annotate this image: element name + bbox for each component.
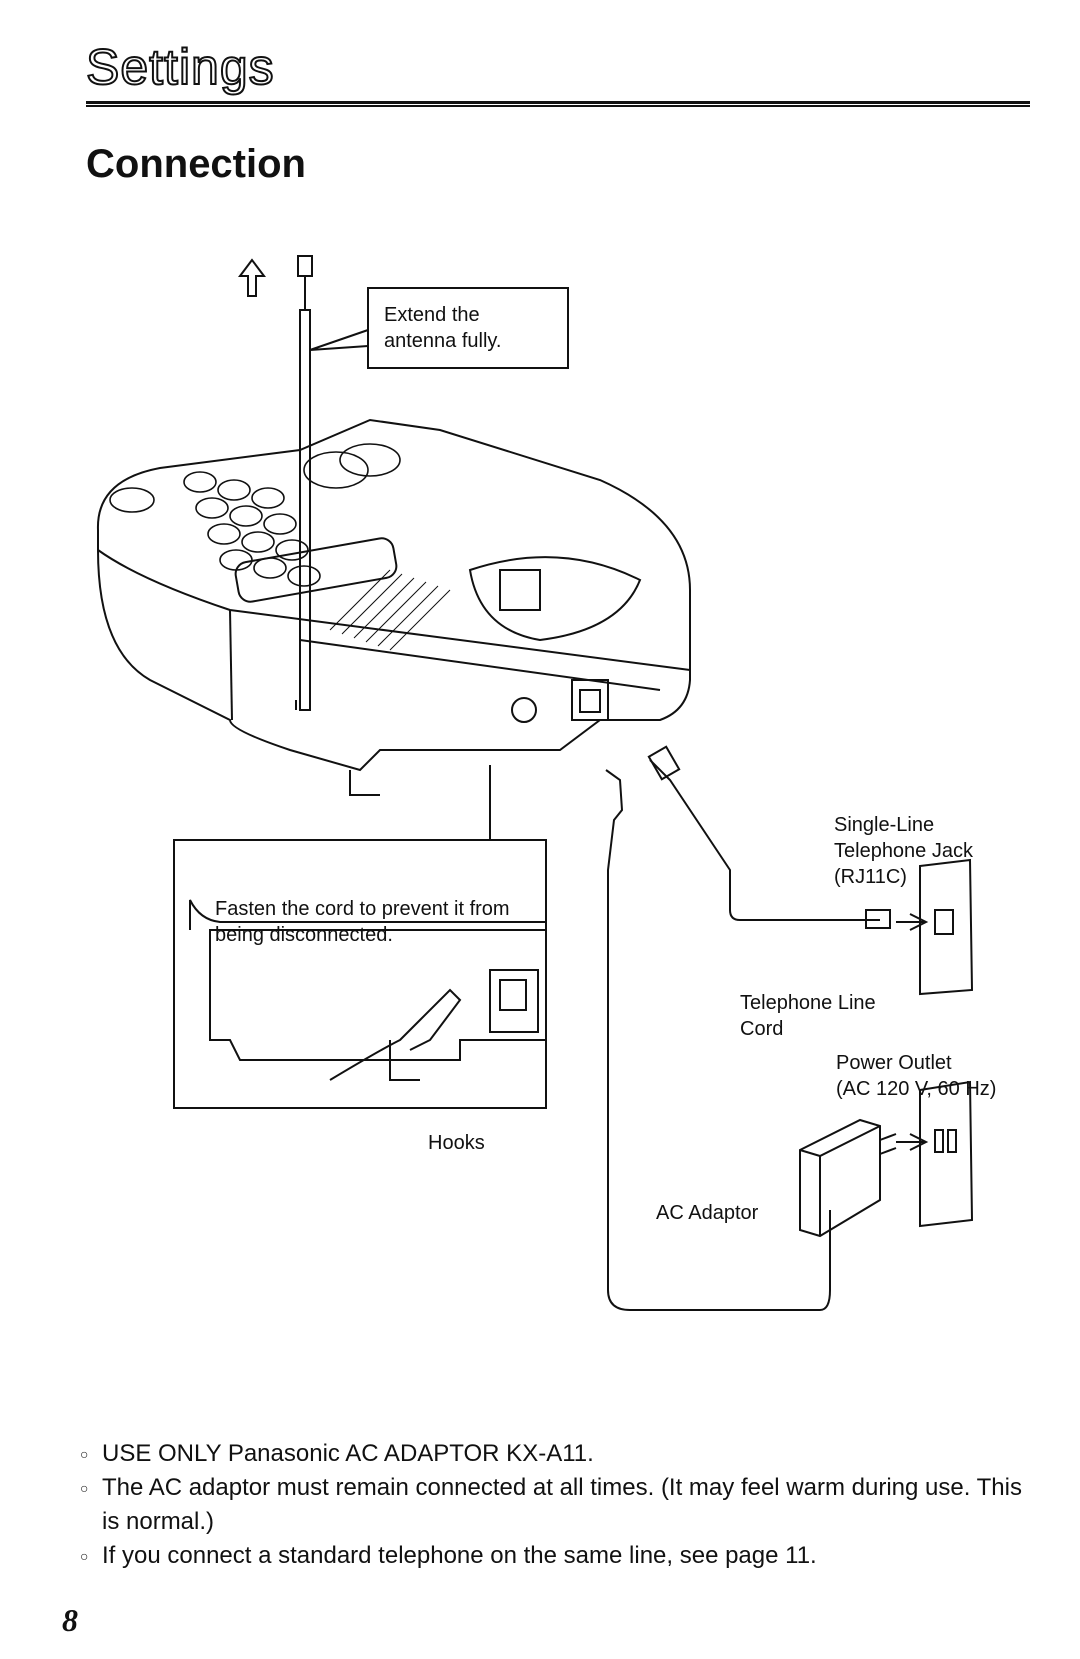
tel-jack-socket [571,679,609,721]
section-title: Settings [85,38,275,96]
jack-label-line1: Single-Line [834,814,935,836]
up-arrow-icon [238,258,266,297]
power-socket [511,697,537,723]
antenna-callout: Extend the antenna fully. [384,304,502,352]
note-item: ○ USE ONLY Panasonic AC ADAPTOR KX-A11. [80,1437,1040,1471]
power-outlet-plate [919,1080,974,1228]
jack-label-line3: (RJ11C) [834,866,907,888]
page-heading: Connection [86,142,306,186]
diagram-artwork [96,255,974,1311]
note-item: ○ If you connect a standard telephone on… [80,1539,1040,1573]
antenna-rod [299,309,311,711]
cord-label-line1: Telephone Line [740,992,876,1014]
title-rule [86,101,1030,107]
adaptor-label: AC Adaptor [656,1202,759,1224]
ac-adaptor [799,1118,881,1238]
cord-label-line2: Cord [740,1018,784,1040]
jack-label-line2: Telephone Jack [834,840,973,862]
note-text: USE ONLY Panasonic AC ADAPTOR KX-A11. [102,1440,594,1467]
display-window [234,537,398,603]
connection-diagram: Extend the antenna fully. Fasten the cor… [0,250,1080,1380]
outlet-label-line2: (AC 120 V, 60 Hz) [836,1078,997,1100]
bullet-icon: ○ [80,1446,89,1462]
antenna-tip [297,255,313,277]
bullet-icon: ○ [80,1548,89,1564]
outlet-label-line1: Power Outlet [836,1052,952,1074]
hooks-label: Hooks [428,1132,485,1154]
base-unit-outline [96,418,691,772]
wall-jack-plate [919,858,974,996]
bullet-icon: ○ [80,1480,89,1496]
notes-list: ○ USE ONLY Panasonic AC ADAPTOR KX-A11. … [80,1437,1040,1573]
page-number: 8 [62,1602,78,1638]
fasten-callout: Fasten the cord to prevent it from being… [215,898,510,946]
note-text: If you connect a standard telephone on t… [102,1542,817,1569]
note-item: ○ The AC adaptor must remain connected a… [80,1471,1040,1539]
note-text: The AC adaptor must remain connected at … [102,1474,1022,1535]
antenna-callout-box [367,287,569,369]
